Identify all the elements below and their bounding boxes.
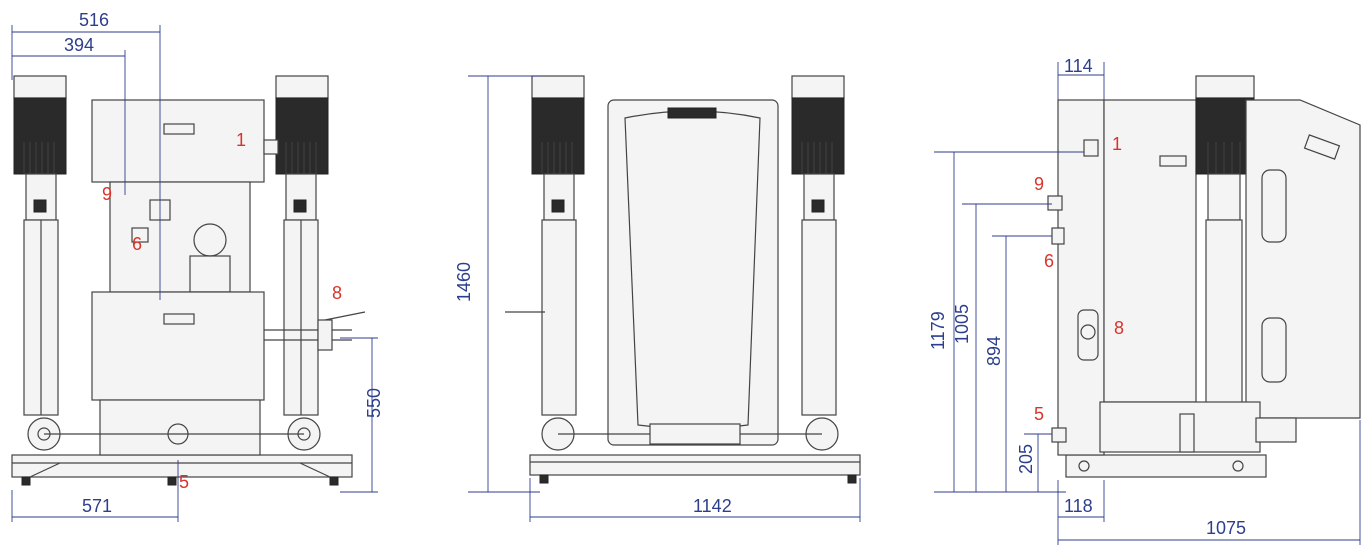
dim-1005: 1005 — [952, 304, 972, 344]
side-view: 114 1179 1005 894 205 118 1075 1 9 6 8 5 — [928, 56, 1361, 545]
front-foot-right — [329, 476, 339, 486]
front-control-cabinet — [44, 99, 304, 456]
front-callout-6: 6 — [132, 234, 142, 254]
front-pump-right — [275, 75, 329, 451]
dim-516: 516 — [79, 10, 109, 30]
pump-lantern — [25, 173, 57, 221]
motor-body — [13, 97, 67, 175]
dim-114: 114 — [1064, 56, 1093, 76]
side-cabinet — [1103, 99, 1197, 403]
front-callout-9: 9 — [102, 184, 112, 204]
dim-205: 205 — [1016, 444, 1036, 474]
cabinet-lower — [91, 291, 265, 401]
side-valve-9 — [1047, 195, 1063, 211]
dim-1460: 1460 — [454, 262, 474, 302]
side-callout-1: 1 — [1112, 134, 1122, 154]
front-callout-8: 8 — [332, 283, 342, 303]
dim-894: 894 — [984, 336, 1004, 366]
dim-1179: 1179 — [928, 311, 948, 350]
front-foot-center — [167, 476, 177, 486]
dim-394: 394 — [64, 35, 94, 55]
dim-571: 571 — [82, 496, 112, 516]
side-valve-8 — [1077, 309, 1099, 361]
side-base-frame — [1065, 454, 1267, 478]
cabinet-upper — [91, 99, 265, 183]
side-frame-post — [1057, 99, 1105, 456]
rear-base-frame — [529, 454, 861, 476]
front-foot-left — [21, 476, 31, 486]
side-callout-9: 9 — [1034, 174, 1044, 194]
side-callout-8: 8 — [1114, 318, 1124, 338]
dim-550: 550 — [364, 388, 384, 418]
rear-dimension-lines — [468, 75, 861, 522]
side-panel-housing — [1245, 99, 1361, 419]
rear-pump-left — [531, 75, 585, 451]
side-callout-6: 6 — [1044, 251, 1054, 271]
front-callout-1: 1 — [236, 130, 246, 150]
panel-display — [667, 107, 717, 119]
side-dimension-lines — [934, 62, 1361, 545]
dim-1075: 1075 — [1206, 518, 1246, 538]
side-callout-5: 5 — [1034, 404, 1044, 424]
dim-1142: 1142 — [693, 496, 732, 516]
front-callout-5: 5 — [179, 472, 189, 492]
side-port-6 — [1051, 227, 1065, 245]
front-view: 516 394 550 571 1 9 6 8 5 — [11, 10, 384, 522]
panel-cover — [624, 110, 761, 430]
front-pump-left — [13, 75, 67, 451]
valve-1 — [263, 139, 279, 155]
cabinet-piping — [109, 181, 251, 293]
side-pump — [1195, 75, 1255, 421]
front-dimension-lines — [11, 25, 378, 522]
manifold — [99, 399, 261, 456]
dim-118: 118 — [1064, 496, 1093, 516]
outlet-valve — [317, 319, 333, 351]
side-port-5 — [1051, 427, 1067, 443]
rear-control-panel — [558, 99, 822, 446]
rear-view: 1460 1142 — [454, 75, 861, 522]
rear-pump-right — [791, 75, 845, 451]
side-valve-1 — [1083, 139, 1099, 157]
motor-fan-cover — [13, 75, 67, 99]
